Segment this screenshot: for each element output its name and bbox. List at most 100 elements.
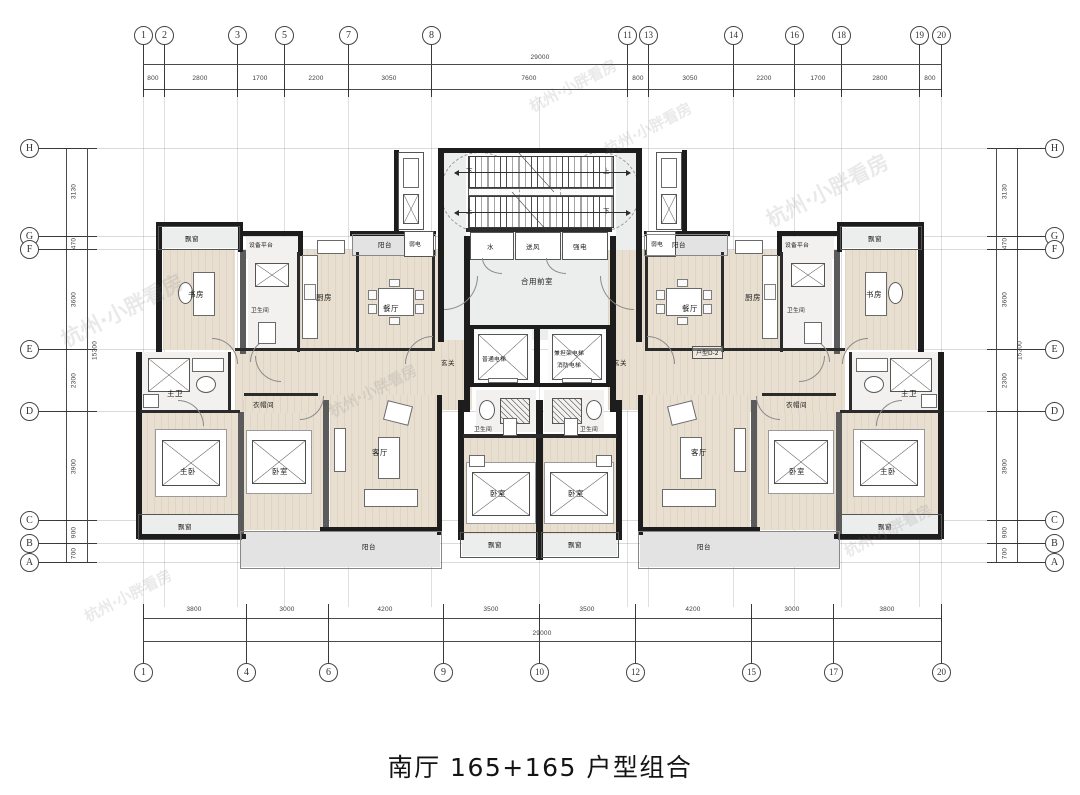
gridline-h	[97, 562, 987, 563]
dim-bottom-seg-7: 3000	[784, 606, 800, 613]
grid-bubble-top-20[interactable]: 20	[932, 26, 951, 45]
bed-master-left	[162, 440, 220, 486]
dim-tick	[751, 615, 752, 622]
grid-bubble-top-18[interactable]: 18	[832, 26, 851, 45]
label-kitchen-right: 厨房	[745, 293, 761, 302]
grid-bubble-right-D[interactable]: D	[1045, 402, 1064, 421]
dim-left-seg-1: 3130	[70, 183, 78, 200]
elevator-wall-outer-left	[469, 327, 474, 385]
toilet-master-bath-right	[864, 376, 884, 393]
label-bay-window-center-left: 飘窗	[488, 541, 502, 549]
balcony-rail-north-right	[644, 234, 728, 256]
grid-bubble-bottom-12[interactable]: 12	[626, 663, 645, 682]
wall-left-kitchen-w	[297, 252, 300, 352]
wall-left-bed-divider	[238, 412, 244, 537]
grid-bubble-left-E[interactable]: E	[20, 340, 39, 359]
grid-bubble-top-7[interactable]: 7	[339, 26, 358, 45]
bay-window-center-left	[462, 534, 536, 556]
grid-bubble-right-H[interactable]: H	[1045, 139, 1064, 158]
grid-bubble-bottom-9[interactable]: 9	[434, 663, 453, 682]
grid-bubble-left-F[interactable]: F	[20, 240, 39, 259]
exterior-wall-left-north	[156, 222, 162, 352]
dim-right-seg-5: 3900	[1001, 458, 1009, 475]
wall-left-living-south	[320, 527, 442, 532]
grid-bubble-top-8[interactable]: 8	[422, 26, 441, 45]
grid-bubble-right-A[interactable]: A	[1045, 553, 1064, 572]
grid-bubble-left-H[interactable]: H	[20, 139, 39, 158]
exterior-wall-left-south	[136, 534, 246, 539]
grid-bubble-right-C[interactable]: C	[1045, 511, 1064, 530]
grid-bubble-bottom-4[interactable]: 4	[237, 663, 256, 682]
dim-tick	[143, 615, 144, 622]
dim-rail-top-overall	[143, 64, 941, 65]
grid-bubble-top-16[interactable]: 16	[785, 26, 804, 45]
stair-arrow-up-left	[454, 210, 517, 216]
room-closet-left	[245, 395, 317, 413]
grid-bubble-left-D[interactable]: D	[20, 402, 39, 421]
wc-fixture-center-left	[503, 418, 517, 436]
dim-tick	[648, 86, 649, 93]
dim-tick	[635, 615, 636, 622]
shower-master-bath-left	[148, 358, 190, 392]
dim-top-seg-5: 3050	[381, 75, 397, 82]
kitchen-sink-left	[317, 240, 345, 254]
grid-bubble-right-F[interactable]: F	[1045, 240, 1064, 259]
dim-tick	[1014, 148, 1021, 149]
dim-top-seg-2: 2800	[192, 75, 208, 82]
label-stair-up-left: 上	[466, 207, 473, 215]
grid-bubble-bottom-10[interactable]: 10	[530, 663, 549, 682]
dim-right-seg-1: 3130	[1001, 183, 1009, 200]
grid-bubble-bottom-1[interactable]: 1	[134, 663, 153, 682]
stove-kitchen-right	[764, 284, 776, 300]
dim-tick	[841, 86, 842, 93]
dining-chair-right	[656, 304, 665, 314]
exterior-wall-right-top	[838, 222, 924, 227]
grid-stem-top-13	[648, 45, 649, 97]
grid-bubble-top-3[interactable]: 3	[228, 26, 247, 45]
dim-tick	[63, 349, 70, 350]
elevator-fire-door	[562, 378, 592, 383]
grid-bubble-bottom-15[interactable]: 15	[742, 663, 761, 682]
dim-bottom-seg-8: 3800	[879, 606, 895, 613]
grid-bubble-right-B[interactable]: B	[1045, 534, 1064, 553]
grid-bubble-left-B[interactable]: B	[20, 534, 39, 553]
grid-bubble-top-19[interactable]: 19	[910, 26, 929, 45]
grid-bubble-top-2[interactable]: 2	[155, 26, 174, 45]
room-study-right	[845, 250, 917, 350]
grid-bubble-bottom-20[interactable]: 20	[932, 663, 951, 682]
label-stair-down-right: 下	[603, 207, 610, 215]
wall-right-bathwall	[834, 250, 840, 354]
dim-tick	[941, 86, 942, 93]
wall-left-corridor-n	[235, 348, 435, 351]
grid-stem-top-2	[164, 45, 165, 97]
label-center-bedroom-left: 卧室	[490, 489, 506, 498]
grid-stem-bottom-20	[941, 604, 942, 663]
grid-bubble-right-E[interactable]: E	[1045, 340, 1064, 359]
grid-bubble-top-14[interactable]: 14	[724, 26, 743, 45]
grid-stem-bottom-12	[635, 604, 636, 663]
grid-bubble-bottom-6[interactable]: 6	[319, 663, 338, 682]
shower-master-bath-right	[890, 358, 932, 392]
dim-tick	[1014, 562, 1021, 563]
wall-right-closet-box	[762, 393, 836, 396]
grid-bubble-top-5[interactable]: 5	[275, 26, 294, 45]
core-side-shaft-right-wall	[682, 150, 687, 232]
grid-stem-bottom-1	[143, 604, 144, 663]
grid-stem-bottom-10	[539, 604, 540, 663]
grid-bubble-bottom-17[interactable]: 17	[824, 663, 843, 682]
dim-tick	[919, 86, 920, 93]
room-closet-right	[763, 395, 835, 413]
grid-bubble-left-C[interactable]: C	[20, 511, 39, 530]
label-shaft-air: 送风	[526, 243, 540, 251]
grid-bubble-left-A[interactable]: A	[20, 553, 39, 572]
exterior-wall-right-eq	[779, 231, 837, 236]
wc-fixture-center-right	[564, 418, 578, 436]
sink-bath-left	[255, 263, 289, 287]
grid-bubble-top-11[interactable]: 11	[618, 26, 637, 45]
stair-arrow-down-right	[500, 210, 631, 216]
grid-bubble-top-1[interactable]: 1	[134, 26, 153, 45]
grid-stem-top-11	[627, 45, 628, 97]
grid-bubble-top-13[interactable]: 13	[639, 26, 658, 45]
dim-rail-right-chain	[1017, 148, 1018, 562]
